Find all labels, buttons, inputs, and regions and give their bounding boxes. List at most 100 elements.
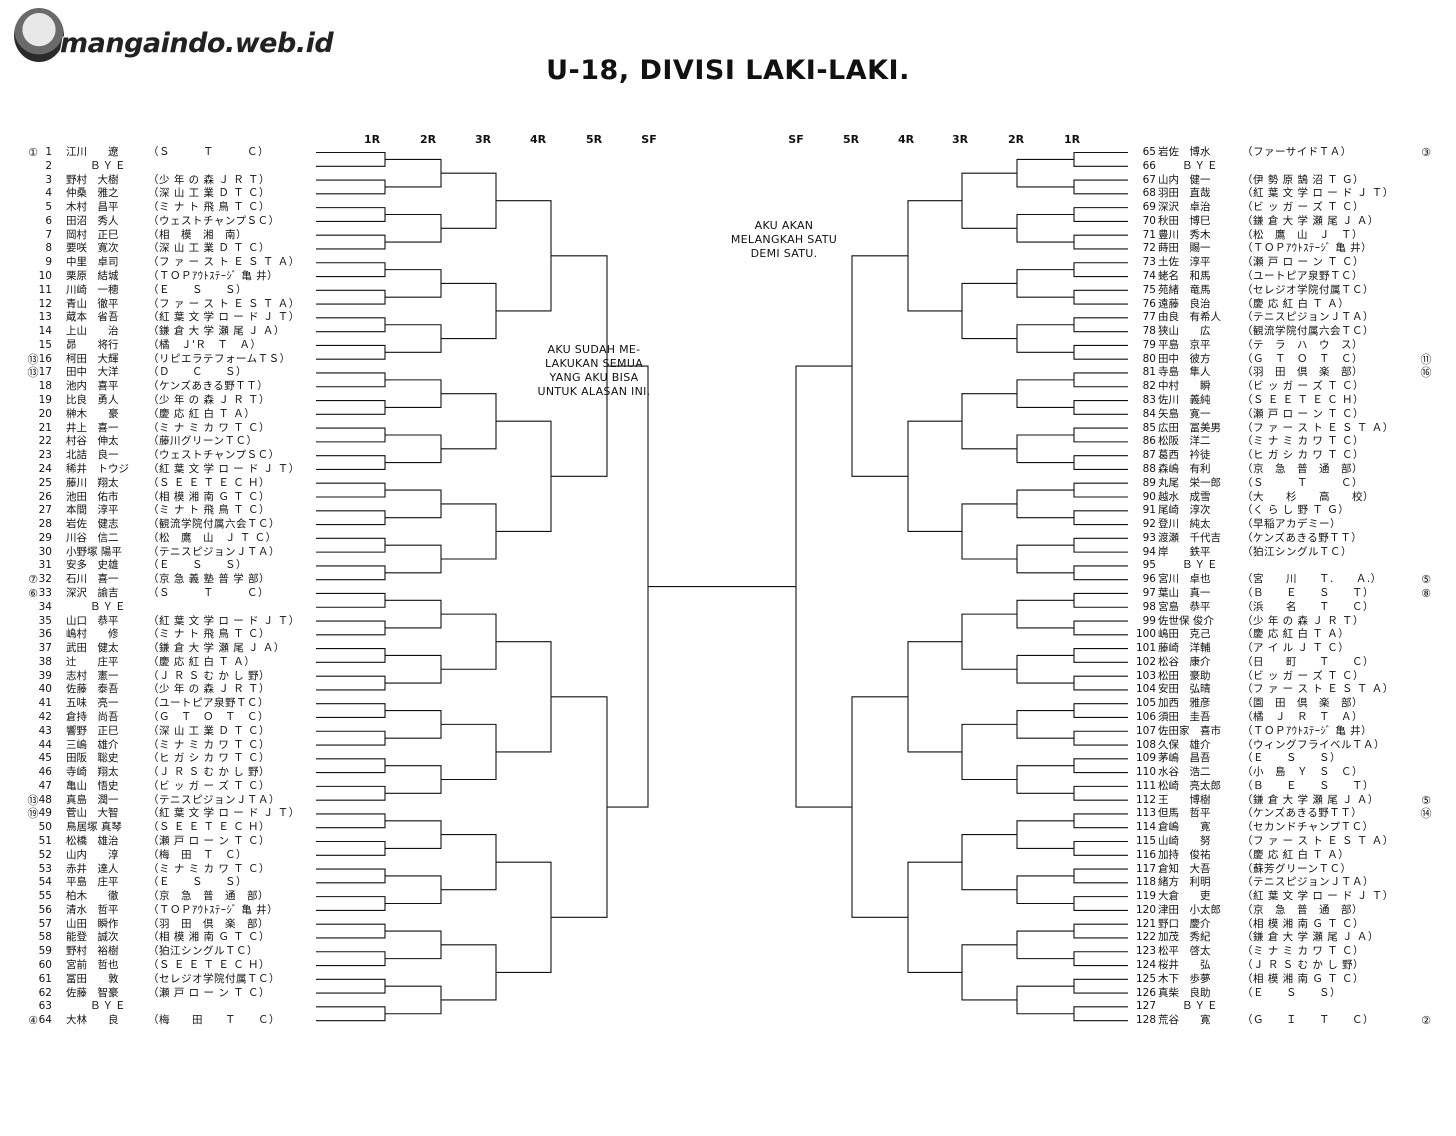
entry-number: 25 [38,476,52,489]
bracket-connector [316,151,386,167]
bracket-connector [1016,875,1074,905]
seed-badge: ⑧ [1421,586,1431,600]
player-name: 秋田 博巳 [1158,214,1211,227]
entry-number: 98 [1142,600,1156,613]
entry-number: 31 [38,559,52,572]
club-name: （橘 Ｊ Ｒ Ｔ Ａ） [1242,710,1363,723]
bracket-connector [496,420,552,532]
bracket-connector [1016,820,1074,849]
bracket-connector [1073,510,1128,526]
bracket-connector [851,696,908,918]
club-name: （少 年 の 森 Ｊ Ｒ Ｔ） [148,394,271,407]
club-name: （慶 応 紅 白 Ｔ Ａ） [148,407,256,420]
player-name: 倉嶋 寛 [1158,821,1211,834]
entry-number: 13 [38,311,52,324]
bracket-connector [961,834,1017,891]
player-name: 松橋 雄治 [66,835,119,847]
club-name: （鎌 倉 大 学 瀬 尾 Ｊ Ａ） [1242,931,1379,944]
bracket-connector [316,372,386,388]
round-header-left-sf: SF [641,133,657,146]
club-name: （Ｇ Ｔ Ｏ Ｔ Ｃ） [1242,352,1363,365]
bracket-connector [316,675,386,691]
club-name: （ミ ナ ト 飛 鳥 Ｔ Ｃ） [148,201,271,214]
player-name: 田中 彼方 [1158,352,1211,365]
club-name: （Ｓ Ｔ Ｃ） [148,146,269,158]
club-name: （深 山 工 業 Ｄ Ｔ Ｃ） [148,187,271,200]
bracket-connector [496,200,552,312]
entry-number: 9 [45,256,52,269]
entry-number: 35 [38,614,52,627]
player-name: 大林 良 [66,1014,119,1027]
player-name: 桜井 弘 [1158,959,1211,972]
club-name: （相 模 湘 南 Ｇ Ｔ Ｃ） [148,931,271,944]
entry-number: 101 [1136,642,1157,655]
player-name: 青山 徹平 [66,297,119,310]
bracket-connector [316,951,386,967]
bracket-connector [1016,324,1074,353]
round-header-left-5r: 5R [585,133,603,146]
entry-number: 70 [1142,214,1156,227]
club-name: （園 田 倶 楽 部） [1242,697,1363,710]
bracket-connector [1073,703,1128,719]
club-name: （Ｂ Ｅ Ｓ Ｔ） [1242,586,1374,599]
entry-number: 110 [1136,766,1157,779]
bracket-connector [441,944,497,1001]
bracket-connector [496,641,552,753]
bracket-connector [1016,765,1074,794]
bracket-connector [961,172,1017,229]
bracket-connector [385,875,442,905]
player-name: 宮島 恭平 [1158,600,1211,613]
entry-number: 22 [38,435,52,448]
round-header-right-1r: 1R [1063,133,1081,146]
entry-number: 32 [38,573,52,586]
entry-number: 15 [38,338,52,351]
entry-number: 115 [1136,835,1157,847]
bracket-connector [961,393,1017,450]
player-name: 茅嶋 昌吾 [1158,752,1211,765]
club-name: （小 島 Ｙ Ｓ Ｃ） [1242,766,1363,779]
club-name: （ケンズあきる野ＴＴ） [1242,531,1363,544]
entry-number: 4 [45,187,52,200]
player-name: 中里 卓司 [66,256,119,269]
seed-badge: ⑤ [1421,793,1431,807]
player-name: 北詰 良一 [66,449,119,462]
seed-badge: ⑥ [28,586,38,600]
player-name: 蛯名 和馬 [1158,270,1211,283]
player-name: 山崎 努 [1158,835,1211,847]
player-name: 丸尾 栄一郎 [1158,476,1221,489]
player-name: 村谷 伸太 [66,435,119,448]
player-name: 江川 遼 [66,146,119,158]
bracket-connector [1016,544,1074,574]
club-name: （Ｂ Ｅ Ｓ Ｔ） [1242,779,1374,792]
club-name: （Ｅ Ｓ Ｓ） [148,283,247,296]
club-name: （ミ ナ ミ カ ワ Ｔ Ｃ） [1242,435,1365,448]
player-name: 川崎 一穂 [66,283,119,296]
club-name: （テニスピジョンＪＴＡ） [148,793,280,806]
bracket-connector [316,592,386,608]
bracket-connector [1073,758,1128,774]
player-name: 辻 庄平 [66,655,119,668]
player-name: 松田 豪助 [1158,669,1211,682]
entry-number: 42 [38,710,52,723]
player-name: 川谷 信二 [66,531,119,544]
bracket-connector [385,820,442,849]
player-name: 野村 裕樹 [66,945,119,958]
player-name: 柯田 大輝 [66,352,119,365]
club-name: （京 急 普 通 部） [1242,903,1363,916]
player-name: 蔵本 省吾 [66,311,119,324]
bracket-connector [1073,262,1128,278]
player-name: 野村 大樹 [66,173,119,186]
player-name: 山田 瞬作 [66,917,119,930]
entry-number: 1 [45,146,52,158]
entry-number: 19 [38,394,52,407]
club-name: （ウィングフライベルＴＡ） [1242,738,1385,751]
club-name: （大 杉 高 校） [1242,490,1374,503]
player-name: 羽田 直哉 [1158,187,1211,200]
bracket-connector [316,179,386,195]
club-name: （蘇芳グリーンＴＣ） [1242,862,1352,875]
entry-number: 124 [1136,959,1157,972]
player-name: 比良 勇人 [66,394,119,407]
entry-number: 119 [1136,890,1157,903]
entry-number: 118 [1136,876,1157,889]
club-name: （Ｓ Ｅ Ｅ Ｔ Ｅ Ｃ Ｈ） [1242,394,1365,407]
